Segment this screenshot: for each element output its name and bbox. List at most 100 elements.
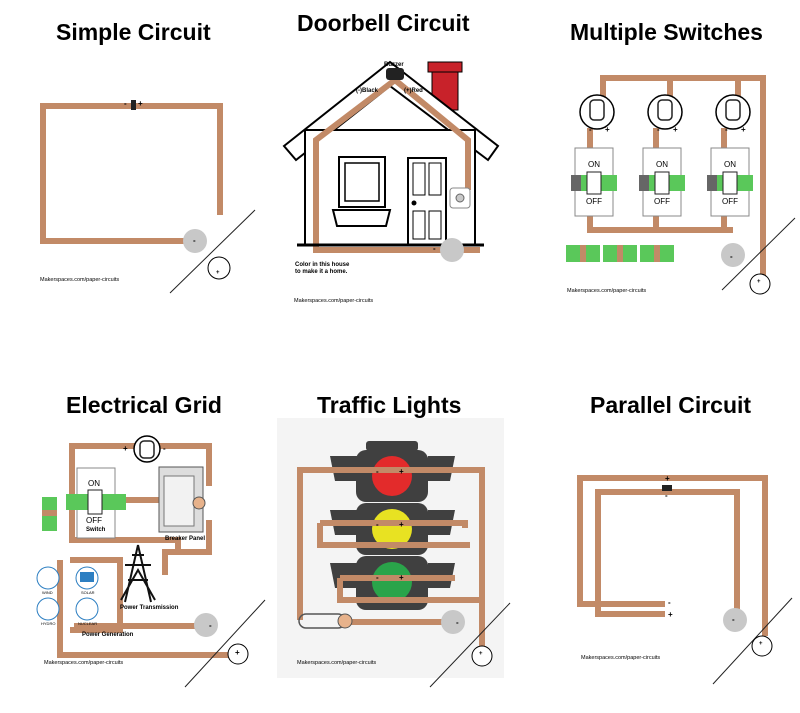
parallel-battery-minus: - [732, 615, 735, 624]
doorbell-source-text: Makerspaces.com/paper-circuits [294, 298, 374, 304]
doorbell-button-center [455, 193, 465, 203]
traffic-battery-coin [441, 610, 465, 634]
wind-icon [36, 566, 60, 590]
power-transmission-label: Power Transmission [120, 605, 179, 611]
parallel-battery-outline [751, 635, 773, 657]
nuclear-label: NUCLEAR [78, 621, 98, 626]
parallel-battery-plus: + [759, 641, 763, 647]
grid-bulb [139, 440, 155, 459]
nuclear-icon [75, 597, 99, 621]
ms-battery-minus: - [730, 252, 733, 261]
ms-plus-1: + [605, 125, 610, 134]
grid-battery-coin [194, 613, 218, 637]
grid-copper-strip-mark [42, 510, 57, 516]
ms-switch-on-1: ON [588, 160, 600, 169]
simple-battery-plus: + [216, 270, 220, 276]
ms-switch-off-2: OFF [654, 197, 670, 206]
simple-source-text: Makerspaces.com/paper-circuits [40, 277, 120, 283]
breaker-panel-label: Breaker Panel [165, 536, 206, 542]
parallel-battery-coin [723, 608, 747, 632]
ms-switch-on-2: ON [656, 160, 668, 169]
title-doorbell-circuit: Doorbell Circuit [297, 10, 470, 36]
grid-switch-on: ON [88, 479, 100, 488]
ms-minus-1: - [589, 125, 592, 134]
copper-tape-loop [40, 103, 223, 244]
parallel-fold-line [712, 597, 793, 685]
traffic-battery-outline [471, 645, 493, 667]
doorbell-caption-2: to make it a home. [295, 269, 348, 275]
parallel-end-minus: - [668, 598, 671, 607]
ms-copper-strip-mark-3 [654, 245, 660, 262]
ms-bulb-1 [589, 99, 605, 121]
title-multiple-switches: Multiple Switches [570, 19, 763, 45]
fold-line [169, 209, 256, 294]
grid-copper-right [162, 520, 212, 575]
ms-switch-band-dark-3 [707, 175, 717, 191]
buzzer-icon [386, 68, 404, 80]
traffic-copper-left [297, 467, 395, 620]
ms-fold-line [721, 217, 796, 291]
grid-switch-label: Switch [86, 527, 106, 533]
led-icon [131, 100, 136, 110]
transmission-tower [120, 544, 156, 603]
traffic-yellow-minus: - [376, 520, 379, 529]
grid-battery-outline [227, 643, 249, 665]
ms-battery-coin [721, 243, 745, 267]
traffic-copper-connector-b [337, 578, 482, 603]
yellow-light [372, 509, 412, 549]
ms-plus-2: + [673, 125, 678, 134]
traffic-battery-minus: - [456, 618, 459, 627]
traffic-fold-line [429, 602, 511, 688]
parallel-led-plus: + [665, 474, 670, 483]
traffic-yellow-plus: + [399, 520, 404, 529]
ms-switch-off-1: OFF [586, 197, 602, 206]
ms-switch-toggle-3 [722, 171, 738, 195]
simple-led-minus: - [124, 99, 127, 108]
ms-switch-band-dark-1 [571, 175, 581, 191]
traffic-red-minus: - [376, 467, 379, 476]
doorbell-battery-minus: - [433, 244, 436, 253]
paper-clip-end [337, 613, 353, 629]
title-electrical-grid: Electrical Grid [66, 392, 222, 418]
ms-battery-outline [749, 273, 771, 295]
door-panel-4 [428, 210, 442, 240]
parallel-source-text: Makerspaces.com/paper-circuits [581, 655, 661, 661]
door-panel-2 [428, 162, 442, 196]
door-panel-3 [412, 210, 426, 240]
ms-copper-strip-mark-1 [580, 245, 586, 262]
grid-fold-line [184, 599, 266, 688]
title-simple-circuit: Simple Circuit [56, 19, 211, 45]
green-light [372, 562, 412, 602]
title-traffic-lights: Traffic Lights [317, 392, 462, 418]
simple-led-plus: + [138, 99, 143, 108]
battery-outline [207, 256, 231, 280]
solar-label: SOLAR [81, 590, 95, 595]
hydro-label: HYDRO [41, 621, 56, 626]
ms-switch-band-dark-2 [639, 175, 649, 191]
ms-copper-strip-mark-2 [617, 245, 623, 262]
traffic-green-minus: - [376, 573, 379, 582]
doorbell-copper-right [393, 77, 471, 190]
ms-switch-toggle-2 [654, 171, 670, 195]
grid-switch-off: OFF [86, 516, 102, 525]
buzzer-neg-label: (-)Black [356, 88, 379, 94]
doorbell-battery [440, 238, 464, 262]
house-window-inner [344, 162, 380, 202]
parallel-copper-outer [577, 475, 768, 636]
ms-battery-plus: + [757, 279, 761, 285]
traffic-battery-plus: + [479, 651, 483, 657]
buzzer-pos-label: (+)Red [404, 88, 423, 94]
grid-battery-plus: + [235, 648, 240, 657]
simple-battery-minus: - [193, 236, 196, 245]
power-generation-label: Power Generation [82, 632, 134, 638]
door-knob [411, 200, 417, 206]
ms-plus-3: + [741, 125, 746, 134]
traffic-source-text: Makerspaces.com/paper-circuits [297, 660, 377, 666]
breaker-panel-inner [163, 475, 195, 527]
ms-bulb-2 [657, 99, 673, 121]
ms-switch-off-3: OFF [722, 197, 738, 206]
